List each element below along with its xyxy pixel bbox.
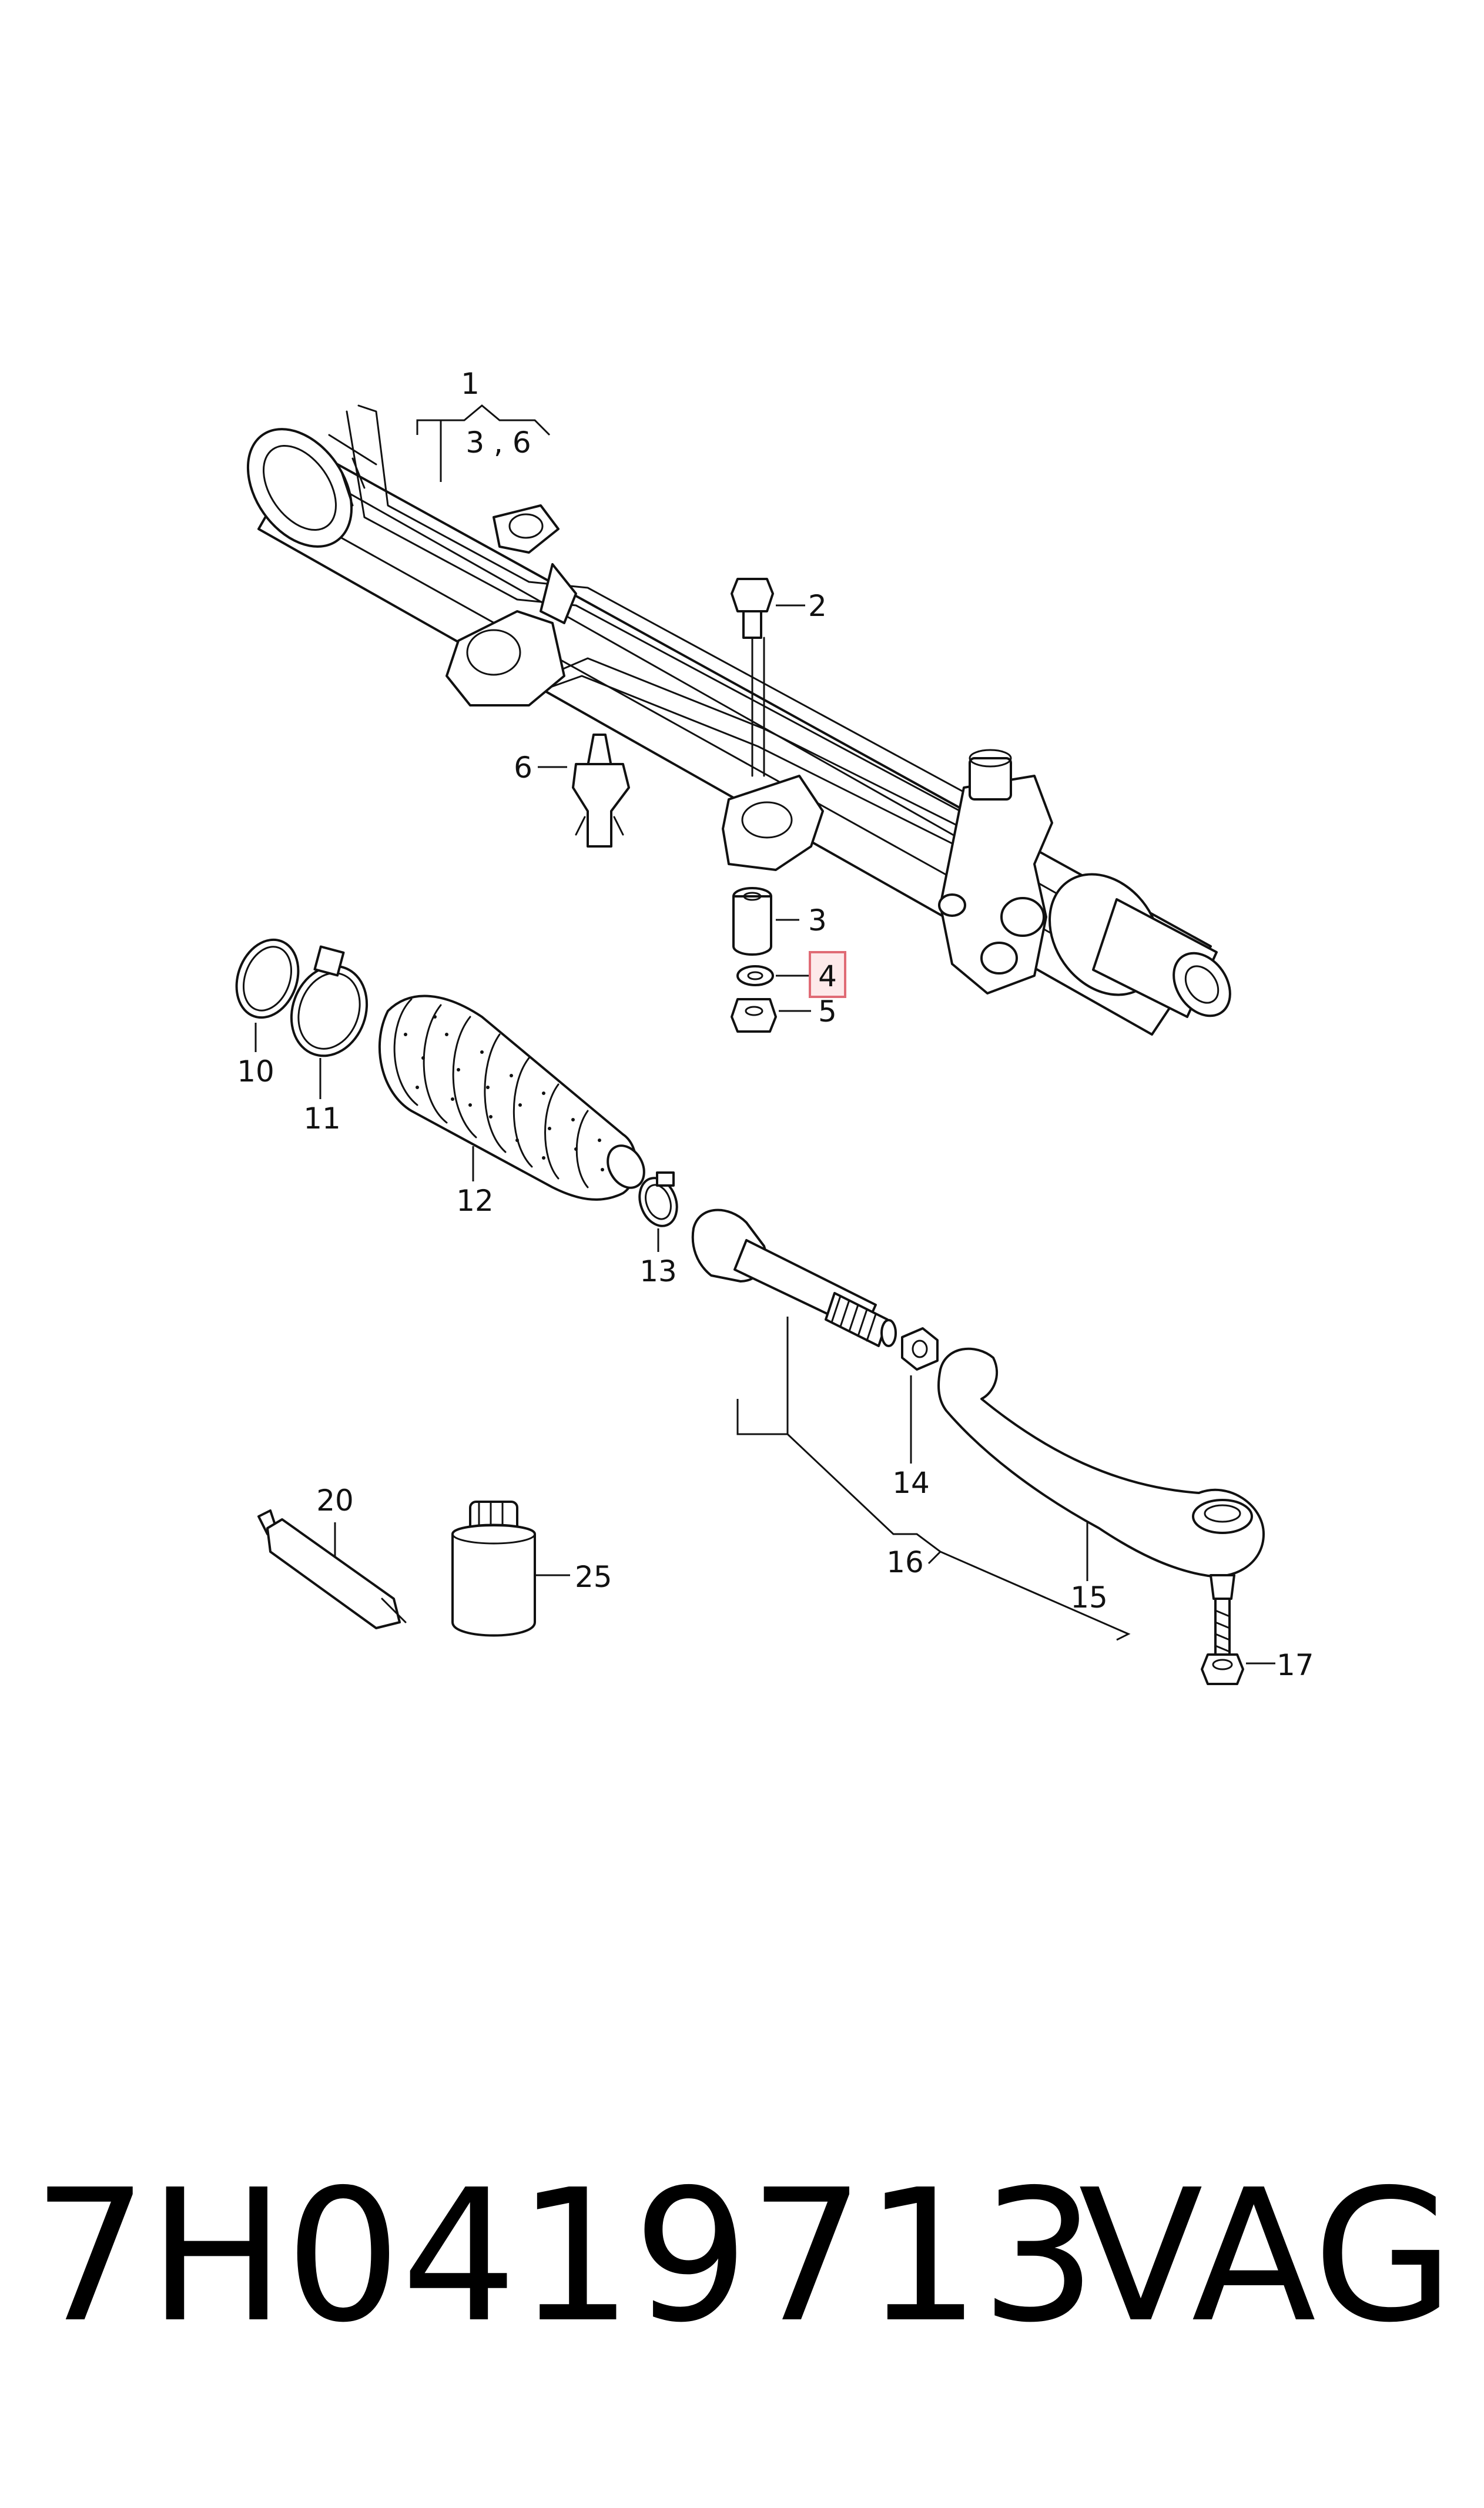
callout-17: 17 <box>1277 1648 1314 1682</box>
callout-10: 10 <box>237 1054 274 1089</box>
brand-name: VAG <box>1078 2151 1455 2363</box>
callout-5: 5 <box>818 995 837 1029</box>
callout-25: 25 <box>575 1560 612 1594</box>
grease-tube <box>257 1509 407 1629</box>
rubber-bellows-boot <box>378 995 645 1201</box>
hose-clamp-small <box>638 1171 678 1227</box>
inner-tie-rod <box>691 1208 897 1347</box>
retaining-clip <box>572 734 630 848</box>
callout-15: 15 <box>1070 1581 1108 1615</box>
tie-rod-end-nut <box>1201 1653 1244 1685</box>
callout-20: 20 <box>316 1484 354 1518</box>
callout-16-bracket <box>736 1399 1131 1641</box>
fluid-bottle <box>451 1501 536 1637</box>
lock-nut <box>901 1327 939 1371</box>
callout-14: 14 <box>892 1466 930 1500</box>
footer: 7H0419713 VAG <box>0 2139 1484 2386</box>
mounting-bolt <box>731 578 774 777</box>
callout-11: 11 <box>303 1101 341 1136</box>
steering-rack-housing <box>246 404 1231 1036</box>
callout-4-highlight <box>809 951 846 998</box>
callout-2: 2 <box>808 589 827 623</box>
callout-13: 13 <box>639 1254 677 1288</box>
callout-4[interactable]: 4 <box>818 959 837 993</box>
callout-1-subparts: 3 , 6 <box>465 426 531 460</box>
callout-6: 6 <box>514 751 532 785</box>
rubber-bushing <box>732 887 772 956</box>
hex-nut <box>731 998 777 1033</box>
part-number: 7H0419713 <box>32 2151 1097 2363</box>
callout-1-bracket <box>416 404 551 436</box>
o-ring <box>235 938 300 1019</box>
callout-3: 3 <box>808 903 827 937</box>
callout-1: 1 <box>461 367 480 401</box>
washer <box>736 965 774 986</box>
callout-12: 12 <box>456 1184 494 1218</box>
hose-clamp-large <box>290 945 369 1057</box>
callout-16: 16 <box>886 1545 924 1579</box>
